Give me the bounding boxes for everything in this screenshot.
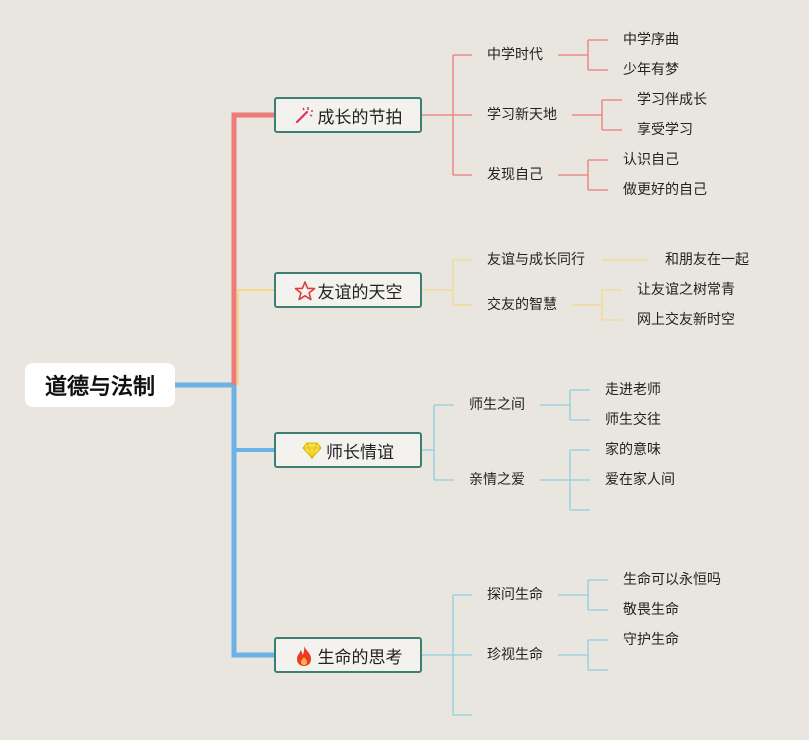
leaf-node-label[interactable]: 学习伴成长 <box>637 92 707 108</box>
trunk-line-blue <box>175 382 274 658</box>
leaf-node-label[interactable]: 敬畏生命 <box>623 602 679 618</box>
sub-node-label[interactable]: 探问生命 <box>487 587 543 603</box>
leaf-node-label[interactable]: 和朋友在一起 <box>665 252 749 268</box>
star-icon <box>294 280 315 301</box>
branch-2-connectors <box>422 259 648 321</box>
magic-wand-icon <box>294 105 314 125</box>
root-label: 道德与法制 <box>44 375 155 400</box>
fire-icon <box>294 645 314 666</box>
gem-icon <box>302 440 322 460</box>
sub-node-label[interactable]: 师生之间 <box>469 397 525 413</box>
leaf-node-label[interactable]: 网上交友新时空 <box>637 312 735 328</box>
leaf-node-label[interactable]: 师生交往 <box>605 412 661 428</box>
sub-node-label[interactable]: 友谊与成长同行 <box>487 252 585 268</box>
sub-node-label[interactable]: 交友的智慧 <box>487 297 557 313</box>
leaf-node-label[interactable]: 生命可以永恒吗 <box>623 572 721 588</box>
branch-node-life[interactable]: 生命的思考 <box>274 637 422 673</box>
sub-node-label[interactable]: 学习新天地 <box>487 107 557 123</box>
branch-node-friendship[interactable]: 友谊的天空 <box>274 272 422 308</box>
branch-label: 成长的节拍 <box>317 107 403 128</box>
trunk-line-red <box>231 112 274 385</box>
branch-node-teachers-family[interactable]: 师长情谊 <box>274 432 422 468</box>
sub-node-label[interactable]: 珍视生命 <box>487 647 543 663</box>
sub-node-label[interactable]: 发现自己 <box>487 167 543 183</box>
leaf-node-label[interactable]: 认识自己 <box>623 152 679 168</box>
leaf-node-label[interactable]: 享受学习 <box>637 122 693 138</box>
leaf-node-label[interactable]: 让友谊之树常青 <box>637 282 735 298</box>
root-node[interactable]: 道德与法制 <box>25 363 175 407</box>
sub-node-label[interactable]: 中学时代 <box>487 47 543 63</box>
branch-1-connectors <box>422 39 622 191</box>
branch-3-connectors <box>422 389 590 511</box>
branch-label: 师长情谊 <box>326 442 394 463</box>
leaf-node-label[interactable]: 少年有梦 <box>623 62 679 78</box>
branch-node-growth[interactable]: 成长的节拍 <box>274 97 422 133</box>
sub-node-label[interactable]: 亲情之爱 <box>469 472 525 488</box>
branch-label: 生命的思考 <box>317 647 403 668</box>
leaf-node-label[interactable]: 爱在家人间 <box>605 472 675 488</box>
trunk-line-yellow <box>237 289 274 385</box>
leaf-node-label[interactable]: 中学序曲 <box>623 32 679 48</box>
branch-4-connectors <box>422 579 608 716</box>
leaf-node-label[interactable]: 做更好的自己 <box>623 182 707 198</box>
leaf-node-label[interactable]: 走进老师 <box>605 382 661 398</box>
leaf-node-label[interactable]: 家的意味 <box>605 442 661 458</box>
branch-label: 友谊的天空 <box>317 282 403 303</box>
leaf-node-label[interactable]: 守护生命 <box>623 632 679 648</box>
